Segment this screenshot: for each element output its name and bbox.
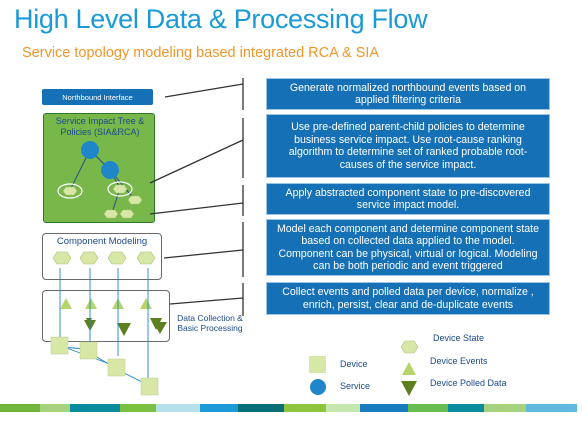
connector-line bbox=[149, 139, 244, 184]
legend-service-label: Service bbox=[340, 381, 371, 391]
device-state-icon bbox=[52, 251, 72, 265]
legend-device-state-label: Device State bbox=[433, 333, 485, 343]
footer-color-bar bbox=[0, 404, 583, 412]
data-collection-box bbox=[42, 290, 170, 342]
device-polled-icons bbox=[84, 318, 167, 336]
connector-line bbox=[163, 249, 244, 259]
panel-text: Apply abstracted component state to pre-… bbox=[285, 186, 531, 212]
service-tree-graphics bbox=[57, 141, 143, 219]
legend-device-events-label: Device Events bbox=[430, 356, 488, 366]
data-collection-graphics bbox=[60, 298, 167, 336]
panel-component-modeling: Model each component and determine compo… bbox=[266, 219, 550, 276]
device-state-icon bbox=[79, 251, 99, 265]
device-state-icon bbox=[107, 251, 127, 265]
panel-text: Generate normalized northbound events ba… bbox=[289, 81, 527, 107]
device-icons bbox=[50, 336, 159, 396]
panel-abstracted-state: Apply abstracted component state to pre-… bbox=[266, 183, 550, 215]
northbound-label: Northbound Interface bbox=[62, 92, 133, 102]
panel-text: Collect events and polled data per devic… bbox=[282, 286, 534, 311]
data-collection-label: Data Collection & Basic Processing bbox=[177, 313, 243, 333]
panel-data-collection: Collect events and polled data per devic… bbox=[266, 282, 550, 315]
panel-northbound-events: Generate normalized northbound events ba… bbox=[266, 78, 550, 110]
legend-device-polled-label: Device Polled Data bbox=[430, 378, 507, 388]
collection-arrows bbox=[59, 268, 149, 385]
state-nodes bbox=[62, 184, 143, 219]
device-icon bbox=[107, 358, 126, 377]
device-state-icon bbox=[136, 251, 156, 265]
service-node bbox=[101, 161, 119, 179]
component-state-icons bbox=[52, 251, 156, 265]
page-title: High Level Data & Processing Flow bbox=[14, 4, 428, 34]
service-impact-tree-box bbox=[43, 113, 155, 223]
legend-device-state-icon bbox=[400, 340, 419, 354]
legend-service-icon bbox=[310, 379, 326, 395]
legend-device-polled-icon bbox=[401, 381, 417, 396]
legend-device-events-icon bbox=[402, 362, 416, 375]
connector-line bbox=[149, 202, 244, 215]
device-icon bbox=[140, 377, 159, 396]
device-event-icons bbox=[60, 298, 152, 309]
connector-line bbox=[169, 297, 244, 305]
highlight-ring bbox=[107, 181, 133, 197]
northbound-interface-box: Northbound Interface bbox=[42, 89, 153, 105]
service-impact-tree-label: Service Impact Tree & Policies (SIA&RCA) bbox=[55, 116, 145, 137]
tree-links bbox=[69, 149, 136, 214]
legend-device-label: Device bbox=[340, 359, 368, 369]
legend-device-icon bbox=[309, 356, 326, 373]
bracket-lines bbox=[149, 78, 244, 316]
panel-service-impact: Use pre-defined parent-child policies to… bbox=[266, 114, 550, 178]
service-node bbox=[81, 141, 99, 159]
connector-line bbox=[164, 83, 244, 98]
device-icon bbox=[50, 336, 69, 355]
panel-text: Model each component and determine compo… bbox=[276, 222, 540, 273]
page-subtitle: Service topology modeling based integrat… bbox=[22, 45, 380, 61]
panel-text: Use pre-defined parent-child policies to… bbox=[288, 121, 528, 171]
component-modeling-label: Component Modeling bbox=[56, 236, 148, 247]
device-icon bbox=[79, 341, 98, 360]
legend-graphics bbox=[309, 340, 419, 396]
highlight-ring bbox=[57, 183, 83, 199]
